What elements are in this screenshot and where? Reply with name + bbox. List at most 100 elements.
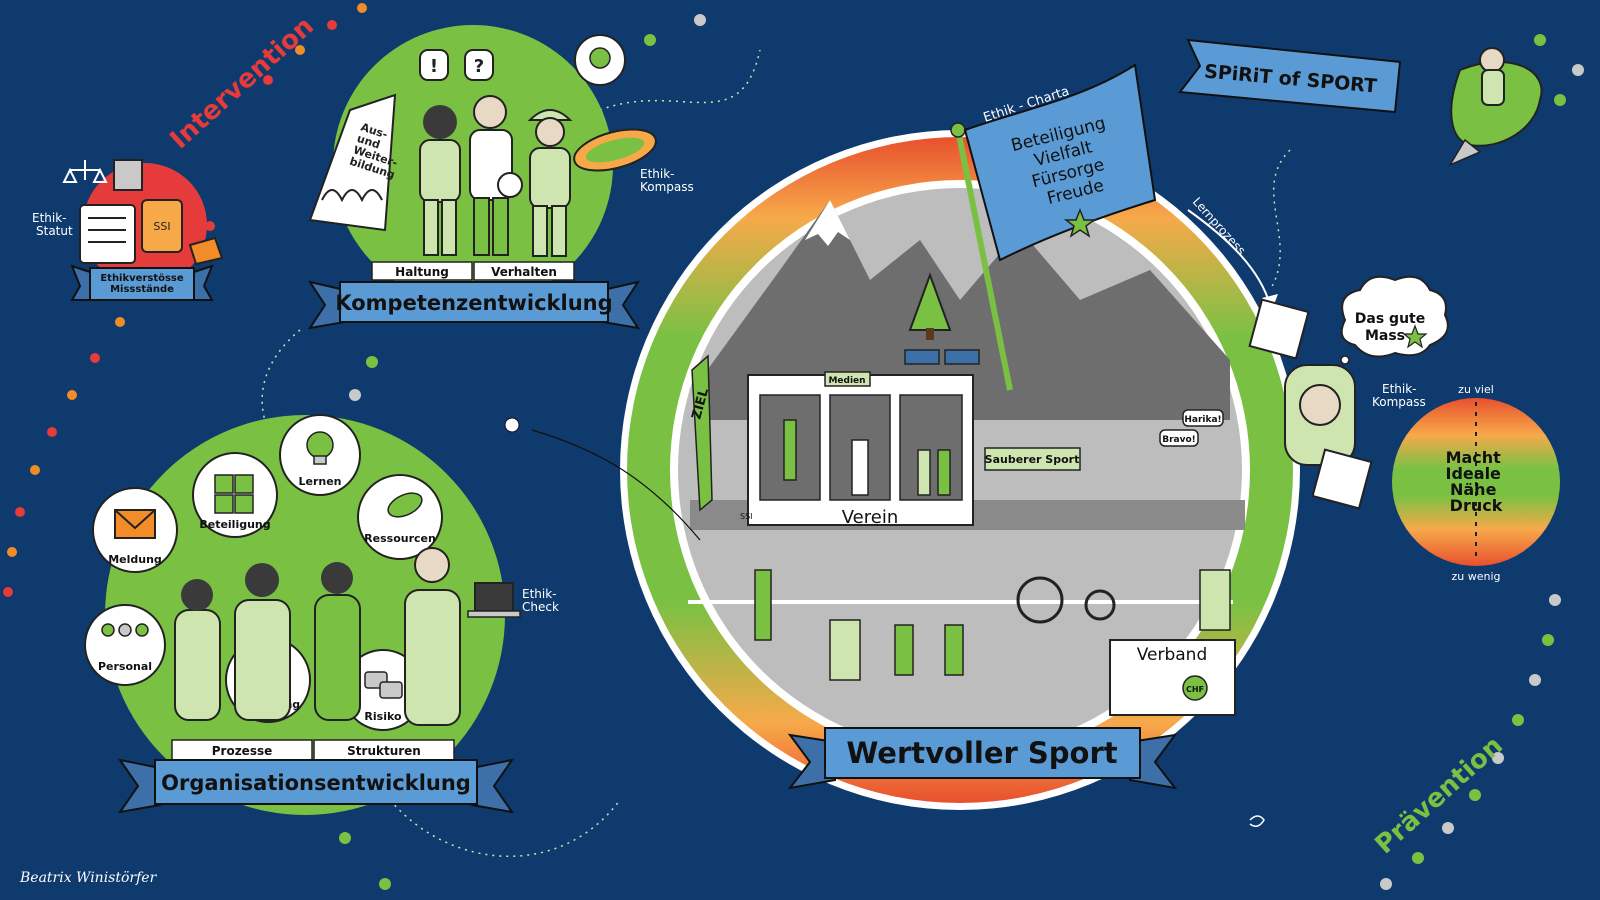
person-figure [404,589,461,726]
wertvoll-section: Medien Verein SSI Sauberer Sport ZIEL Ha… [620,63,1300,810]
scales-icon [62,160,108,183]
solar-panel [944,349,980,365]
praevention-compass-label: Ethik-Kompass [1372,382,1426,409]
leaf-icon [387,492,423,518]
astronaut-icon [1299,384,1341,426]
personal-label: Personal [98,660,152,673]
praevention-label: Prävention [1370,731,1509,861]
gauge-value: Macht [1446,448,1502,467]
plinth-haltung-label: Haltung [395,265,449,279]
plinth-strukturen-label: Strukturen [347,744,421,758]
medien-sign [824,371,871,387]
sauberer-sport-label: Sauberer Sport [985,453,1080,466]
gauge-value: Ideale [1446,464,1502,483]
snow-peak [805,200,850,246]
rider-head [1479,47,1505,73]
lightbulb-icon [589,47,611,69]
icon-personal: Personal [84,604,166,686]
zu-wenig-label: zu wenig [1451,570,1500,583]
building-icon [113,159,143,191]
organisation-banner [154,759,478,805]
paper-scroll [308,93,397,232]
rider-figure [1481,69,1505,106]
verein-ssi-label: SSI [740,512,753,521]
document-icon [79,204,136,264]
beteiligung-label: Beteiligung [199,518,270,531]
coach-figure [829,619,861,681]
solar-wing [1311,448,1373,510]
wertvoll-banner [824,727,1141,779]
person-1 [419,105,461,256]
person-head [414,547,450,583]
dotted-path [599,49,761,111]
spirit-banner [1178,38,1402,114]
meldung-label: Meldung [108,553,162,566]
question-bubble [464,49,494,81]
kompetenz-banner-text: Kompetenzentwicklung [335,291,612,315]
verband-building [1109,639,1236,716]
bravo-label: Bravo! [1162,435,1196,445]
dotted-path [1269,149,1291,291]
ball-icon [497,172,523,198]
ethik-check-label: Ethik-Check [522,587,559,614]
chf-label: CHF [1186,685,1204,694]
space-capsule [1248,298,1373,510]
wertvoll-banner-text: Wertvoller Sport [846,736,1117,770]
harika-label: Harika! [1184,415,1221,425]
solar-wing [1248,298,1310,360]
laptop-icon [474,582,514,612]
phone-icon [141,199,183,253]
icon-risiko: Risiko [342,649,424,731]
lightbulb-icon [306,431,334,459]
sauberer-sport-sign [984,447,1081,471]
ethik-statut-label: Ethik-Statut [32,211,73,238]
gauge-value: Druck [1450,496,1503,515]
bravo-bubble [1159,429,1199,447]
golfer-figure [754,569,772,641]
flag-pole [955,129,1013,391]
icon-lernen: Lernen [279,414,361,496]
spirit-section: SPiRiT of SPORT [1178,38,1543,167]
ethik-charta-flag [963,63,1157,262]
person-head [181,579,213,611]
ressourcen-label: Ressourcen [364,532,436,545]
intervention-hub: SSI [62,159,224,287]
verband-label: Verband [1137,645,1208,665]
organisation-banner-text: Organisationsentwicklung [161,771,471,795]
bubble-text: ! [430,56,438,77]
plinth-verhalten-label: Verhalten [491,265,557,279]
person-head [245,563,279,597]
plinth-verhalten [473,261,575,281]
kompetenz-section: ! ? Aus-undWeiter-bildung Haltung Verhal… [307,25,657,330]
person-figure [314,594,361,721]
person-figure [851,439,869,496]
zu-viel-label: zu viel [1458,383,1494,396]
people-icon [101,623,115,637]
gauge-value: Nähe [1450,480,1497,499]
icon-ressourcen: Ressourcen [357,474,443,560]
ball-icon [504,417,520,433]
wheelchair-icon [1016,576,1064,624]
medien-label: Medien [828,376,865,386]
intervention-label: Intervention [165,11,320,155]
envelope-icon [188,236,224,266]
plinth-haltung [371,261,473,281]
person-figure [917,449,931,496]
risiko-label: Risiko [364,710,402,723]
icon-meldung: Meldung [92,487,178,573]
field-line [688,600,1233,604]
snail-doodle [1249,815,1265,827]
artist-signature: Beatrix Winistörfer [20,870,157,886]
person-figure [174,609,221,721]
person-head [321,562,353,594]
harika-bubble [1182,409,1224,427]
solar-panel [904,349,940,365]
kite-string [531,429,701,541]
kompetenz-compass-label: Ethik-Kompass [640,167,694,194]
lernprozess-arrow [1187,209,1271,306]
